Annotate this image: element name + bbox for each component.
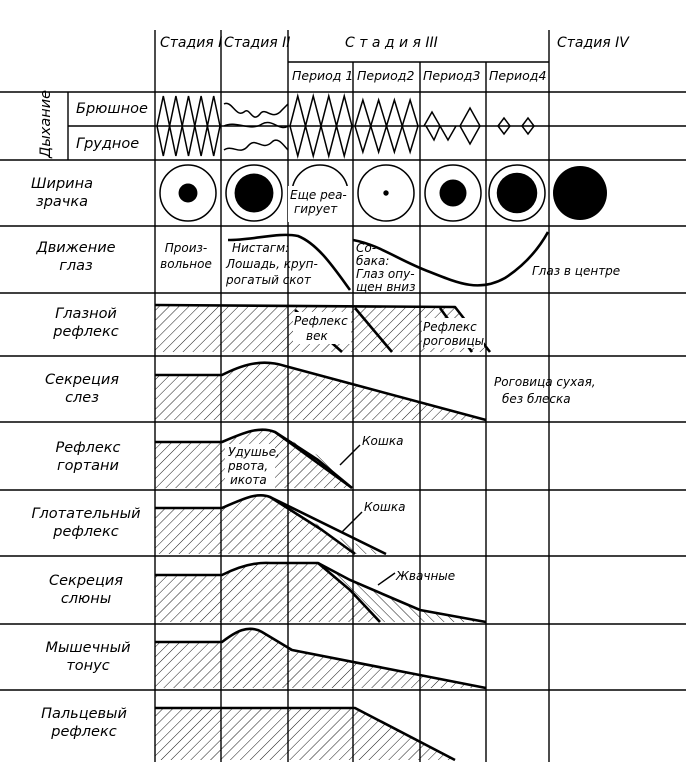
cornea-dry-1: Роговица сухая, [494,375,596,389]
breathing-waves [156,93,535,159]
breath-stage1-cycle [206,95,221,157]
cat-label-larynx: Кошка [362,434,403,448]
breath-period3 [423,106,481,146]
pupil-1 [178,183,198,203]
voluntary-1: Произ- [165,241,208,255]
breath-period2-cycle [401,97,419,155]
pupil-label-2: зрачка [36,194,88,210]
tear-secretion-label-2: слез [65,390,99,406]
stage3-label: С т а д и я III [345,35,438,51]
cat-label-swallow: Кошка [364,500,405,514]
breathing-labels: Дыхание Брюшное Грудное [38,90,148,159]
dog-1: Со- [356,241,376,255]
voluntary-2: вольное [160,257,212,271]
cornea-reflex-2: роговицы [422,334,484,348]
swallow-reflex-label-1: Глотательный [31,506,140,522]
choking-1: Удушье, [228,445,280,459]
breath-period1-cycle [335,93,353,159]
stage4-label: Стадия IV [557,35,630,51]
breath-period4 [497,116,535,136]
period2-label: Период2 [357,68,414,83]
eye-movement-curve [227,231,550,291]
header: Стадия I Стадия II С т а д и я III Стади… [160,35,630,83]
pupil-5 [439,179,467,207]
pupil-reacts-2: гирует [294,202,338,216]
breath-period2 [354,97,419,155]
breathing-group-label: Дыхание [38,90,54,159]
larynx-reflex-label-1: Рефлекс [56,440,121,456]
annotations: Еще реа- гирует Произ- вольное Нистагм: … [160,186,620,583]
pupils [159,164,607,222]
muscle-tone-label-2: тонус [66,658,109,674]
finger-reflex-graph [155,706,456,762]
choking-2: рвота, [227,459,268,473]
pupil-label-1: Ширина [31,176,93,192]
ruminants-label: Жвачные [395,569,455,583]
swallow-reflex-graph [155,493,387,556]
pupil-7 [553,166,607,220]
finger-reflex-label-1: Пальцевый [41,706,127,722]
eye-reflex-label-2: рефлекс [52,324,118,340]
abdominal-label: Брюшное [76,101,148,117]
eye-reflex-label-1: Глазной [55,306,117,322]
period3-label: Период3 [423,68,480,83]
nystagmus-3: рогатый скот [225,273,312,287]
period4-label: Период4 [489,68,546,83]
tear-secretion-label-1: Секреция [45,372,119,388]
grid [0,30,686,762]
pupil-2 [234,173,274,213]
dog-4: щен вниз [356,280,415,294]
thoracic-label: Грудное [76,136,139,152]
lid-reflex-2: век [306,329,328,343]
lid-reflex-1: Рефлекс [294,314,348,328]
nystagmus-1: Нистагм: [232,241,289,255]
larynx-reflex-label-2: гортани [57,458,119,474]
row-labels: Ширина зрачка Движение глаз Глазной рефл… [31,176,141,740]
nystagmus-2: Лошадь, круп- [225,257,318,271]
period1-label: Период 1 [292,68,353,83]
muscle-tone-label-1: Мышечный [45,640,130,656]
tear-secretion-graph [155,361,487,422]
saliva-secretion-label-2: слюны [61,591,111,607]
muscle-tone-graph [155,627,487,690]
finger-reflex-label-2: рефлекс [50,724,116,740]
pupil-reacts-1: Еще реа- [290,188,347,202]
pupil-4 [383,190,389,196]
stage1-label: Стадия I [160,35,222,51]
cornea-dry-2: без блеска [502,392,571,406]
saliva-secretion-graph [155,561,487,624]
stage2-label: Стадия II [224,35,290,51]
saliva-secretion-label-1: Секреция [49,573,123,589]
breath-period1 [289,93,353,159]
breath-stage1 [156,95,221,157]
choking-3: икота [230,473,267,487]
dog-2: бака: [356,254,389,268]
dog-3: Глаз опу- [356,267,415,281]
eye-movement-label-2: глаз [59,258,93,274]
swallow-reflex-label-2: рефлекс [52,524,118,540]
pupil-6 [496,172,538,214]
eye-movement-label-1: Движение [35,240,115,256]
breath-stage2 [223,102,289,151]
cornea-reflex-1: Рефлекс [423,320,477,334]
eye-center-label: Глаз в центре [532,264,620,278]
